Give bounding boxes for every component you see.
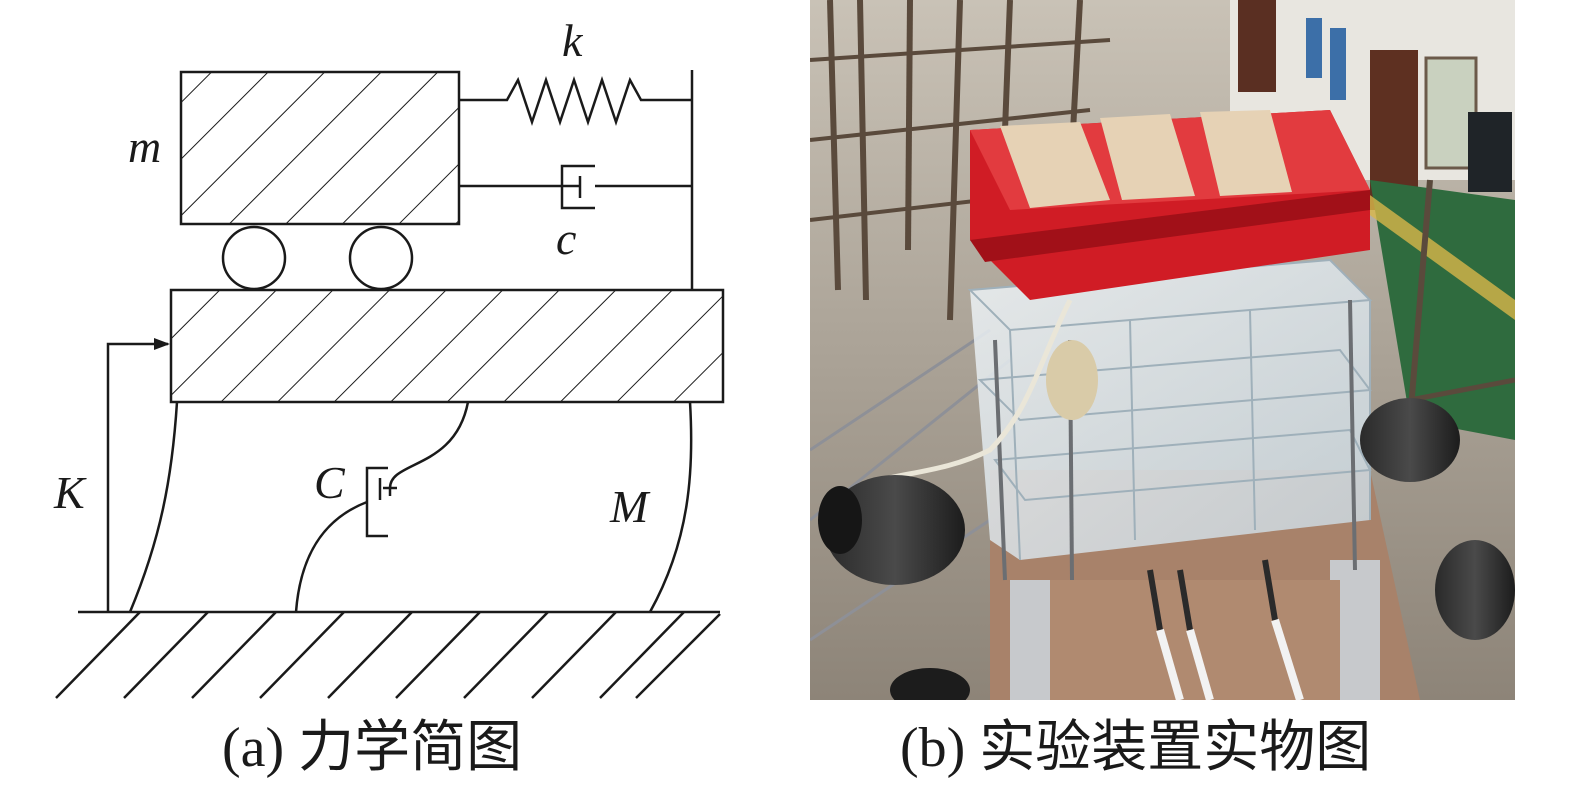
label-m: m [128, 121, 161, 172]
sensor-tag [1046, 340, 1098, 420]
spring-k [459, 76, 692, 126]
mechanical-diagram-svg: m k c C K M [53, 15, 725, 699]
green-floor [1370, 180, 1515, 440]
platform-block [169, 288, 725, 404]
upper-mass-block [179, 70, 461, 226]
label-K: K [53, 467, 87, 518]
weight-right-lower [1435, 540, 1515, 640]
roller-right [348, 225, 414, 291]
caption-experiment-photo: (b) 实验装置实物图 [900, 717, 1372, 779]
label-M: M [609, 481, 651, 532]
experiment-photo-svg [810, 0, 1515, 700]
damper-C [294, 401, 470, 613]
slide-rail-left [1010, 580, 1050, 700]
weight-left [818, 475, 965, 585]
experiment-photo [810, 0, 1515, 700]
support-right [648, 401, 693, 613]
damper-c [459, 164, 692, 210]
label-c: c [556, 213, 576, 264]
mass-block-red [970, 110, 1370, 300]
support-left [128, 401, 179, 613]
weight-right-upper [1360, 398, 1460, 482]
weight-bottom [890, 668, 970, 700]
coil-springs [1147, 559, 1278, 631]
caption-mechanical-diagram: (a) 力学简图 [222, 717, 523, 779]
ground [55, 610, 721, 699]
acrylic-box [967, 258, 1373, 581]
mechanical-diagram: m k c C K M [0, 0, 780, 700]
label-C: C [314, 457, 346, 508]
excitation-arrow [106, 338, 170, 612]
label-k: k [562, 15, 584, 66]
roller-left [221, 225, 287, 291]
